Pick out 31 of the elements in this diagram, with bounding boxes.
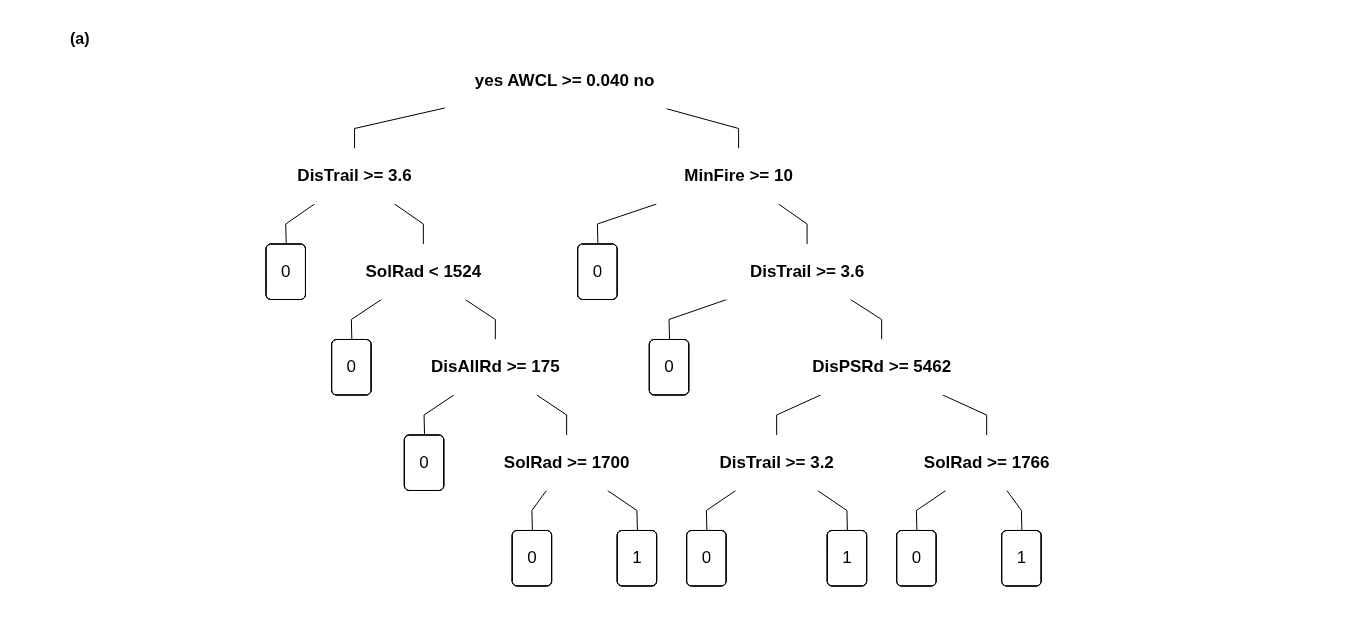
connector: [285, 203, 316, 245]
connector: [536, 394, 568, 436]
connector: [776, 394, 822, 436]
node-text: MinFire >= 10: [684, 166, 794, 186]
panel-label: (a): [70, 30, 90, 47]
connector: [778, 203, 808, 245]
connector: [942, 394, 988, 436]
node-text: DisTrail >= 3.6: [297, 166, 412, 186]
connector: [423, 394, 455, 436]
connector: [607, 490, 639, 532]
node-text: DisTrail >= 3.6: [750, 261, 865, 281]
node-text: DisPSRd >= 5462: [812, 357, 952, 377]
connector: [706, 490, 737, 532]
connector: [597, 203, 658, 245]
connector: [531, 490, 548, 532]
connector: [850, 299, 883, 340]
node-text: SolRad >= 1700: [504, 452, 630, 472]
connector: [464, 299, 497, 340]
connector: [817, 490, 849, 532]
connector: [665, 108, 740, 149]
connector: [916, 490, 947, 532]
connector: [394, 203, 425, 245]
connector: [354, 107, 446, 149]
node-text: DisAllRd >= 175: [431, 357, 560, 377]
connector: [351, 299, 383, 341]
node-text: yes AWCL >= 0.040 no: [475, 71, 655, 90]
node-text: SolRad >= 1766: [924, 452, 1050, 472]
node-text: SolRad < 1524: [365, 261, 482, 281]
node-text: DisTrail >= 3.2: [719, 452, 835, 472]
connector: [668, 299, 728, 341]
connector: [1006, 490, 1023, 532]
